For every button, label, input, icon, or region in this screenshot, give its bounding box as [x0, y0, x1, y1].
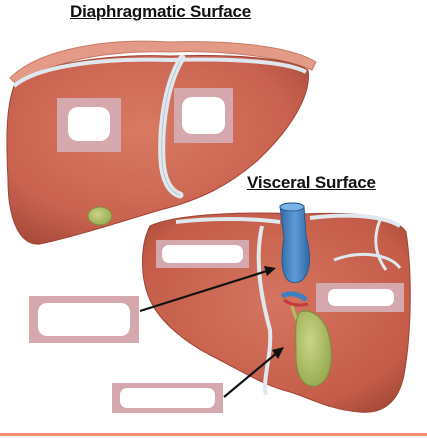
arrow-head-upper	[264, 266, 276, 276]
label-pointer-upper[interactable]	[29, 296, 139, 343]
arrow-head-lower	[272, 347, 284, 359]
label-slot[interactable]	[328, 289, 394, 306]
label-visceral-upper-left[interactable]	[156, 240, 249, 268]
gallbladder	[295, 310, 332, 387]
footer-divider	[0, 433, 427, 436]
diaphragm-strip	[9, 40, 317, 87]
label-slot[interactable]	[162, 245, 243, 263]
visceral-surface-title: Visceral Surface	[247, 173, 376, 192]
gallbladder-tip	[87, 206, 113, 226]
diaphragmatic-surface-title: Diaphragmatic Surface	[70, 2, 251, 21]
hepatic-artery	[283, 298, 309, 307]
arrow-line-upper	[139, 268, 271, 313]
label-slot[interactable]	[38, 303, 130, 336]
portal-vein	[280, 291, 308, 302]
label-slot[interactable]	[182, 97, 225, 134]
label-diaphragm-left[interactable]	[57, 98, 121, 152]
pointer-arrows	[139, 266, 284, 398]
label-pointer-lower[interactable]	[112, 383, 223, 413]
label-diaphragm-right[interactable]	[174, 88, 233, 143]
label-slot[interactable]	[120, 388, 215, 408]
label-visceral-right[interactable]	[316, 283, 404, 312]
arrow-line-lower	[223, 351, 279, 398]
inferior-vena-cava	[279, 202, 310, 283]
label-slot[interactable]	[68, 107, 110, 141]
